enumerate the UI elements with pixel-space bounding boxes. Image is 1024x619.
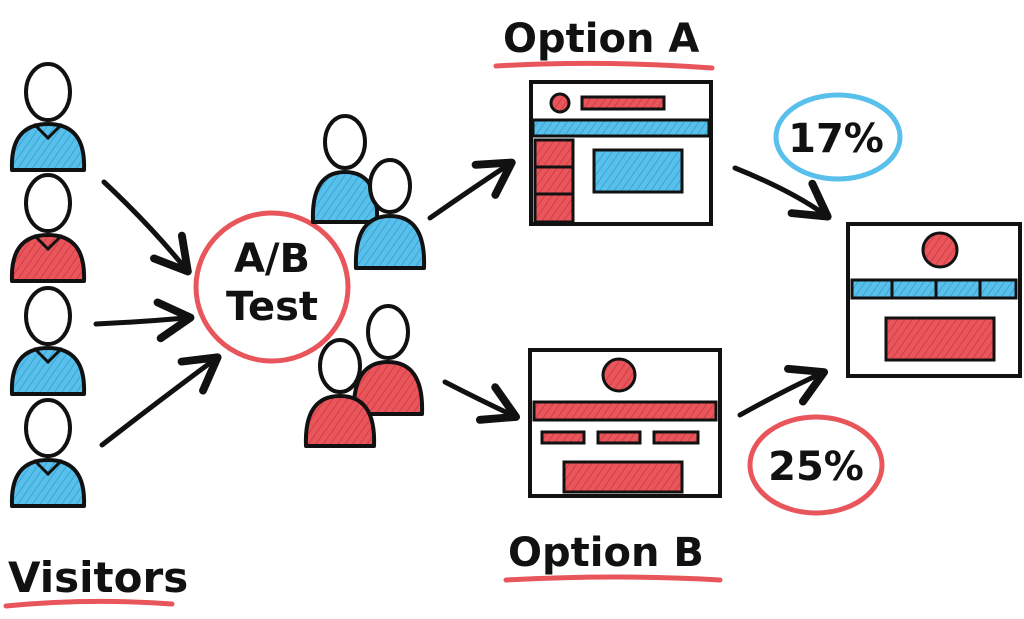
visitor-person-icon [9,398,87,508]
arrow-icon [427,158,516,221]
visitors-underline [3,598,175,609]
visitor-person-icon [9,173,87,283]
option-b-webpage-mockup-icon [528,348,722,498]
group-b-people [303,304,425,448]
arrow-icon [101,179,192,276]
rate-a-callout: 17% [773,92,903,182]
rate-a-value: 17% [788,116,884,162]
rate-b-value: 25% [768,444,864,490]
group-b-person-icon [351,304,425,416]
visitor-column [9,62,87,508]
option-a-webpage-mockup-icon [529,80,713,226]
test-circle-highlight [193,210,351,364]
group-b-person-icon [303,338,377,448]
option-a-underline [493,60,715,71]
test-label-line2: Test [226,284,318,330]
arrow-icon [442,379,521,424]
option-b-underline [503,574,723,583]
group-a-person-icon [310,114,380,224]
arrow-icon [99,353,222,448]
arrow-icon [732,165,832,221]
arrow-icon [93,298,195,343]
visitor-person-icon [9,286,87,396]
arrow-icon [737,364,829,418]
option-b-label: Option B [508,530,704,576]
group-a-person-icon [353,158,427,270]
rate-b-callout: 25% [747,414,885,516]
option-a-label: Option A [503,16,699,62]
test-label-line1: A/B [234,236,310,282]
rate-a-circle-highlight [773,92,903,182]
visitors-label: Visitors [8,553,188,602]
visitor-person-icon [9,62,87,172]
rate-b-circle-highlight [747,414,885,516]
group-a-people [310,114,427,270]
ab-test-node: A/B Test [193,210,351,364]
result-webpage-mockup-icon [846,222,1022,378]
